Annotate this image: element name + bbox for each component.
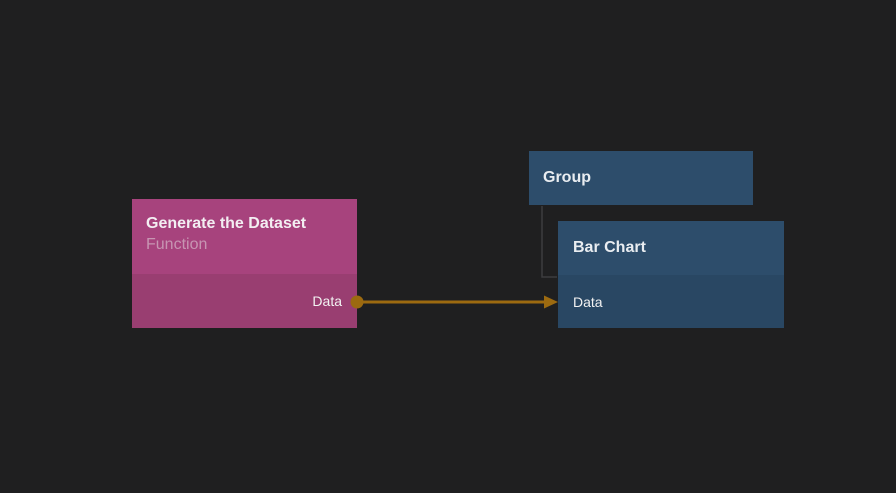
node-generate-the-dataset[interactable]: Generate the Dataset Function Data <box>132 199 357 328</box>
edge-arrowhead-icon <box>544 295 558 309</box>
node-bar-chart[interactable]: Bar Chart Data <box>558 221 784 328</box>
node-title: Group <box>543 169 591 186</box>
node-subtitle: Function <box>146 236 208 253</box>
node-bar-chart-body[interactable]: Data <box>558 275 784 328</box>
input-port-label-data: Data <box>573 293 603 310</box>
node-generate-the-dataset-header[interactable]: Generate the Dataset Function <box>132 199 357 274</box>
node-title: Generate the Dataset <box>146 215 307 232</box>
node-bar-chart-header[interactable]: Bar Chart <box>558 221 784 275</box>
group-child-connector-line <box>541 206 557 278</box>
node-generate-the-dataset-body[interactable]: Data <box>132 274 357 328</box>
node-group[interactable]: Group <box>529 151 753 205</box>
output-port-label-data: Data <box>312 293 342 309</box>
node-title: Bar Chart <box>573 239 646 256</box>
